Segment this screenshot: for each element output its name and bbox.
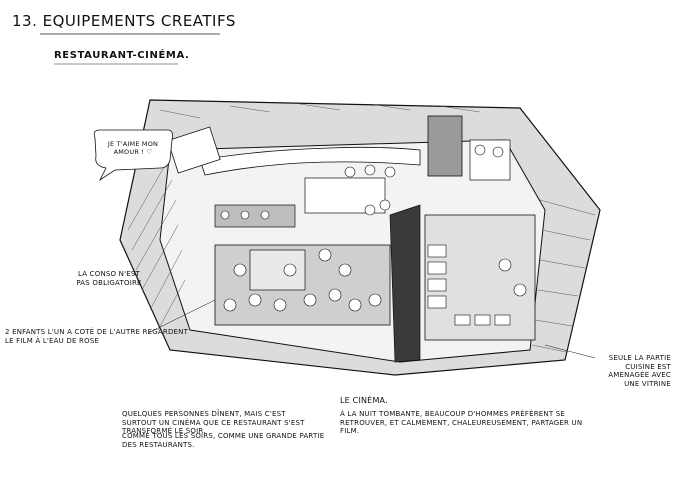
note-diners: QUELQUES PERSONNES DÎNENT, MAIS C'EST SU… <box>122 410 305 435</box>
partition-wall <box>389 204 421 363</box>
front-awning <box>199 146 421 176</box>
note-cinema-title: LE CINÉMA. <box>340 396 388 405</box>
vitrine-cabinet <box>427 115 463 177</box>
diners <box>220 164 396 220</box>
drawing-subtitle: RESTAURANT-CINÉMA. <box>54 50 190 61</box>
cook-figure <box>513 283 527 297</box>
kitchen-counter <box>427 244 511 326</box>
dining-table-left <box>214 204 296 228</box>
cook-figure <box>498 258 512 272</box>
note-cinema-body: À LA NUIT TOMBANTE, BEAUCOUP D'HOMMES PR… <box>340 410 583 435</box>
note-conso: LA CONSO N'EST PAS OBLIGATOIRE <box>76 270 142 287</box>
audience-people <box>223 248 382 312</box>
sheet-heading: 13. EQUIPEMENTS CREATIFS <box>12 12 236 30</box>
bubble-text: JE T'AIME MON AMOUR ! ♡ <box>107 140 159 156</box>
note-enfants: 2 ENFANTS L'UN A COTÉ DE L'AUTRE REGARDE… <box>5 328 189 345</box>
wall-hatching <box>127 103 596 353</box>
note-cuisine: SEULE LA PARTIE CUISINE EST AMENAGÉE AVE… <box>608 354 671 388</box>
speech-bubble <box>93 129 173 182</box>
patterned-rug <box>249 249 306 291</box>
note-tous-les-soirs: COMME TOUS LES SOIRS, COMME UNE GRANDE P… <box>122 432 325 449</box>
back-table <box>469 139 511 181</box>
dining-table-center <box>304 177 386 214</box>
callout-line <box>147 299 216 334</box>
projector <box>167 126 221 174</box>
callout-line <box>544 344 596 359</box>
